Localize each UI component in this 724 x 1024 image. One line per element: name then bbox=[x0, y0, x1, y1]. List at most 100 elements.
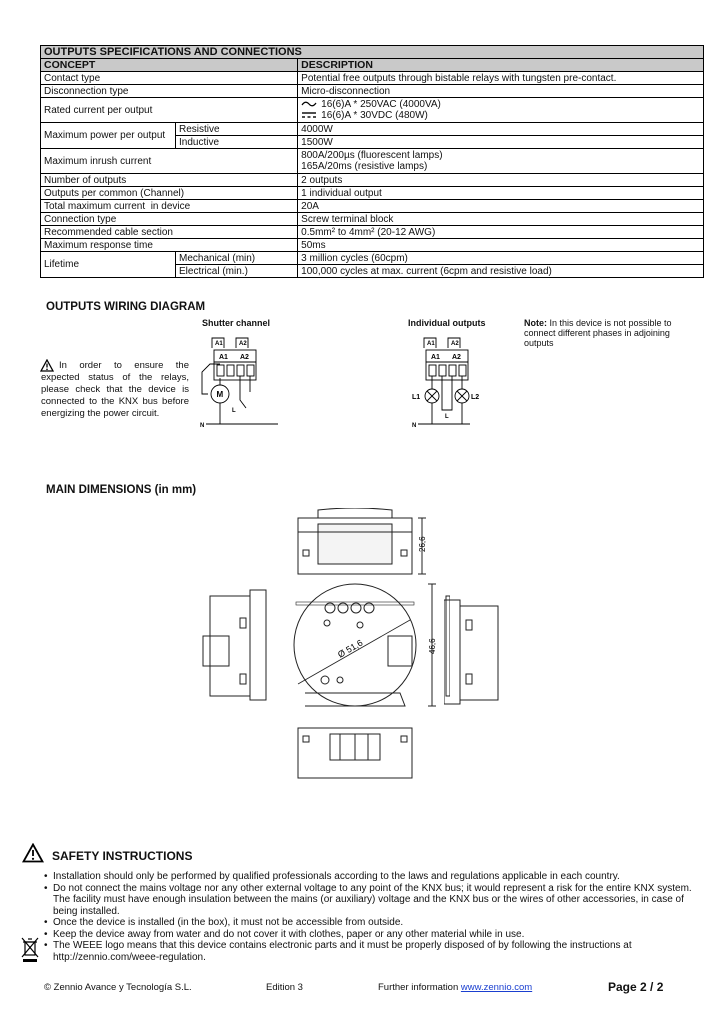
row-value: 800A/200µs (fluorescent lamps) 165A/20ms… bbox=[297, 148, 704, 174]
ac-symbol-icon bbox=[301, 102, 317, 107]
row-sublabel: Mechanical (min) bbox=[174, 251, 299, 265]
depth-dimension: 46,6 bbox=[428, 638, 437, 654]
inrush-line-1: 800A/200µs (fluorescent lamps) bbox=[301, 150, 443, 161]
row-label: Maximum response time bbox=[39, 238, 299, 252]
row-value: Micro-disconnection bbox=[297, 84, 704, 98]
table-row: Total maximum current in device 20A bbox=[39, 199, 704, 213]
safety-title: SAFETY INSTRUCTIONS bbox=[52, 849, 193, 863]
row-value: 1500W bbox=[297, 135, 704, 149]
list-item: The WEEE logo means that this device con… bbox=[44, 940, 704, 963]
row-value: 50ms bbox=[297, 238, 704, 252]
note-bold: Note: bbox=[524, 318, 547, 328]
row-label: Recommended cable section bbox=[39, 225, 299, 239]
motor-label: M bbox=[217, 390, 224, 399]
a2-terminal: A2 bbox=[240, 354, 249, 361]
row-label: Disconnection type bbox=[39, 84, 299, 98]
row-value: 4000W bbox=[297, 122, 704, 136]
lamp-2-label: L2 bbox=[471, 394, 479, 401]
a2-tag: A2 bbox=[239, 341, 247, 347]
row-value: 1 individual output bbox=[297, 186, 704, 200]
wiring-note: Note: In this device is not possible to … bbox=[524, 318, 694, 348]
row-sublabel: Resistive bbox=[174, 122, 299, 136]
specifications-table: OUTPUTS SPECIFICATIONS AND CONNECTIONS C… bbox=[39, 45, 704, 278]
table-row: Maximum inrush current 800A/200µs (fluor… bbox=[39, 148, 704, 174]
wiring-title: OUTPUTS WIRING DIAGRAM bbox=[46, 301, 206, 313]
row-value: 100,000 cycles at max. current (6cpm and… bbox=[297, 264, 704, 278]
phase-label: L bbox=[445, 414, 449, 420]
table-row: Maximum response time 50ms bbox=[39, 238, 704, 252]
a1-terminal: A1 bbox=[431, 354, 440, 361]
warning-icon bbox=[40, 359, 54, 372]
table-row: Lifetime Mechanical (min) 3 million cycl… bbox=[40, 251, 704, 278]
list-item: Installation should only be performed by… bbox=[44, 871, 704, 883]
neutral-label: N bbox=[200, 423, 204, 429]
individual-outputs-label: Individual outputs bbox=[408, 318, 486, 328]
dimensions-drawing: 26,6 46,6 Ø 51,6 bbox=[202, 508, 450, 779]
row-value: 2 outputs bbox=[297, 173, 704, 187]
row-value: 20A bbox=[297, 199, 704, 213]
a1-tag: A1 bbox=[427, 341, 435, 347]
column-header-concept: CONCEPT bbox=[39, 58, 299, 72]
rated-dc: 16(6)A * 30VDC (480W) bbox=[321, 110, 428, 121]
column-header-description: DESCRIPTION bbox=[297, 58, 704, 72]
a1-terminal: A1 bbox=[219, 354, 228, 361]
dimensions-title: MAIN DIMENSIONS (in mm) bbox=[46, 484, 197, 496]
table-row: Disconnection type Micro-disconnection bbox=[39, 84, 704, 98]
dc-symbol-icon bbox=[302, 112, 317, 119]
table-title: OUTPUTS SPECIFICATIONS AND CONNECTIONS bbox=[40, 45, 704, 59]
a1-tag: A1 bbox=[215, 341, 223, 347]
lamp-1-label: L1 bbox=[412, 394, 420, 401]
row-label: Contact type bbox=[39, 71, 299, 85]
rated-ac: 16(6)A * 250VAC (4000VA) bbox=[321, 99, 441, 110]
footer-copyright: © Zennio Avance y Tecnología S.L. bbox=[44, 982, 192, 993]
row-value: Potential free outputs through bistable … bbox=[297, 71, 704, 85]
row-value: Screw terminal block bbox=[297, 212, 704, 226]
right-side-view bbox=[444, 599, 499, 705]
table-row: Outputs per common (Channel) 1 individua… bbox=[39, 186, 704, 200]
note-text: In this device is not possible to connec… bbox=[524, 318, 672, 348]
table-header-row: CONCEPT DESCRIPTION bbox=[39, 58, 704, 72]
a2-tag: A2 bbox=[451, 341, 459, 347]
table-row: Connection type Screw terminal block bbox=[39, 212, 704, 226]
neutral-label: N bbox=[412, 423, 416, 429]
row-label: Outputs per common (Channel) bbox=[39, 186, 299, 200]
footer-edition: Edition 3 bbox=[266, 982, 303, 993]
row-value: 0.5mm² to 4mm² (20-12 AWG) bbox=[297, 225, 704, 239]
table-row: Maximum power per output Resistive 4000W bbox=[40, 122, 704, 149]
table-row: Rated current per output 16(6)A * 250VAC… bbox=[39, 97, 704, 123]
row-label: Connection type bbox=[39, 212, 299, 226]
row-sublabel: Electrical (min.) bbox=[174, 264, 299, 278]
row-label: Number of outputs bbox=[39, 173, 299, 187]
footer-further-text: Further information bbox=[378, 982, 461, 993]
table-row: Electrical (min.) 100,000 cycles at max.… bbox=[41, 264, 704, 278]
zennio-website-link[interactable]: www.zennio.com bbox=[460, 982, 533, 993]
safety-list: Installation should only be performed by… bbox=[44, 871, 704, 963]
table-row: Recommended cable section 0.5mm² to 4mm²… bbox=[39, 225, 704, 239]
table-row: Inductive 1500W bbox=[41, 135, 704, 149]
table-row: Number of outputs 2 outputs bbox=[39, 173, 704, 187]
phase-label: L bbox=[232, 408, 236, 414]
table-title-row: OUTPUTS SPECIFICATIONS AND CONNECTIONS bbox=[40, 45, 704, 59]
row-value: 3 million cycles (60cpm) bbox=[297, 251, 704, 265]
list-item: Do not connect the mains voltage nor any… bbox=[44, 883, 704, 918]
footer-further-info: Further information www.zennio.com bbox=[378, 982, 532, 993]
diameter-dimension: Ø 51,6 bbox=[336, 638, 364, 660]
row-label: Maximum inrush current bbox=[39, 148, 299, 174]
individual-wiring-diagram: A1 A2 A1 A2 L1 L2 L N bbox=[412, 337, 479, 429]
wiring-warning-text: In order to ensure the expected status o… bbox=[41, 360, 189, 419]
list-item: Keep the device away from water and do n… bbox=[44, 929, 704, 941]
safety-warning-icon bbox=[22, 843, 44, 863]
inrush-line-2: 165A/20ms (resistive lamps) bbox=[301, 161, 428, 172]
list-item: Once the device is installed (in the box… bbox=[44, 917, 704, 929]
row-sublabel: Inductive bbox=[174, 135, 299, 149]
height-dimension: 26,6 bbox=[418, 536, 427, 552]
row-label: Maximum power per output bbox=[40, 122, 176, 149]
a2-terminal: A2 bbox=[452, 354, 461, 361]
page-number: Page 2 / 2 bbox=[608, 980, 664, 994]
row-value: 16(6)A * 250VAC (4000VA) 16(6)A * 30VDC … bbox=[297, 97, 704, 123]
shutter-channel-label: Shutter channel bbox=[202, 318, 271, 328]
wiring-warning: In order to ensure the expected status o… bbox=[41, 360, 189, 420]
row-label: Total maximum current in device bbox=[39, 199, 299, 213]
table-row: Contact type Potential free outputs thro… bbox=[39, 71, 704, 85]
row-label: Rated current per output bbox=[39, 97, 299, 123]
